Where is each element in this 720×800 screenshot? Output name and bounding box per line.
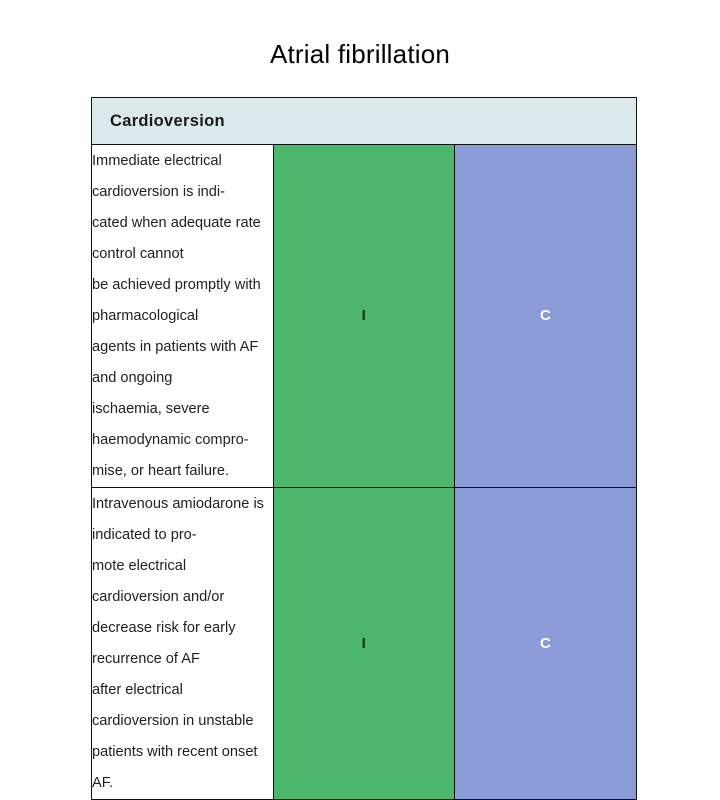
recommendation-class-cell: I [272, 487, 456, 800]
recommendation-text-cell: Immediate electrical cardioversion is in… [91, 144, 274, 488]
table-header: Cardioversion [91, 97, 637, 145]
recommendation-text: Immediate electrical cardioversion is in… [92, 152, 261, 479]
recommendation-level-cell: C [454, 487, 637, 800]
page-title: Atrial fibrillation [269, 39, 451, 69]
table-row: Intravenous amiodarone is indicated to p… [91, 487, 637, 800]
recommendation-level-cell: C [454, 144, 637, 488]
level-badge: C [455, 488, 636, 799]
table-body: Immediate electrical cardioversion is in… [91, 144, 637, 800]
slide-canvas: Atrial fibrillation Cardioversion Immedi… [91, 39, 637, 800]
level-badge: C [455, 145, 636, 487]
recommendation-text-cell: Intravenous amiodarone is indicated to p… [91, 487, 274, 800]
class-badge: I [273, 145, 455, 487]
table-row: Immediate electrical cardioversion is in… [91, 144, 637, 488]
recommendation-class-cell: I [272, 144, 456, 488]
table-header-cell-cardioversion: Cardioversion [91, 97, 637, 145]
table-header-label: Cardioversion [110, 111, 225, 130]
recommendation-text: Intravenous amiodarone is indicated to p… [92, 495, 264, 791]
recommendations-table: Cardioversion Immediate electrical cardi… [91, 97, 637, 800]
table-header-row: Cardioversion [91, 97, 637, 145]
class-badge: I [273, 488, 455, 799]
